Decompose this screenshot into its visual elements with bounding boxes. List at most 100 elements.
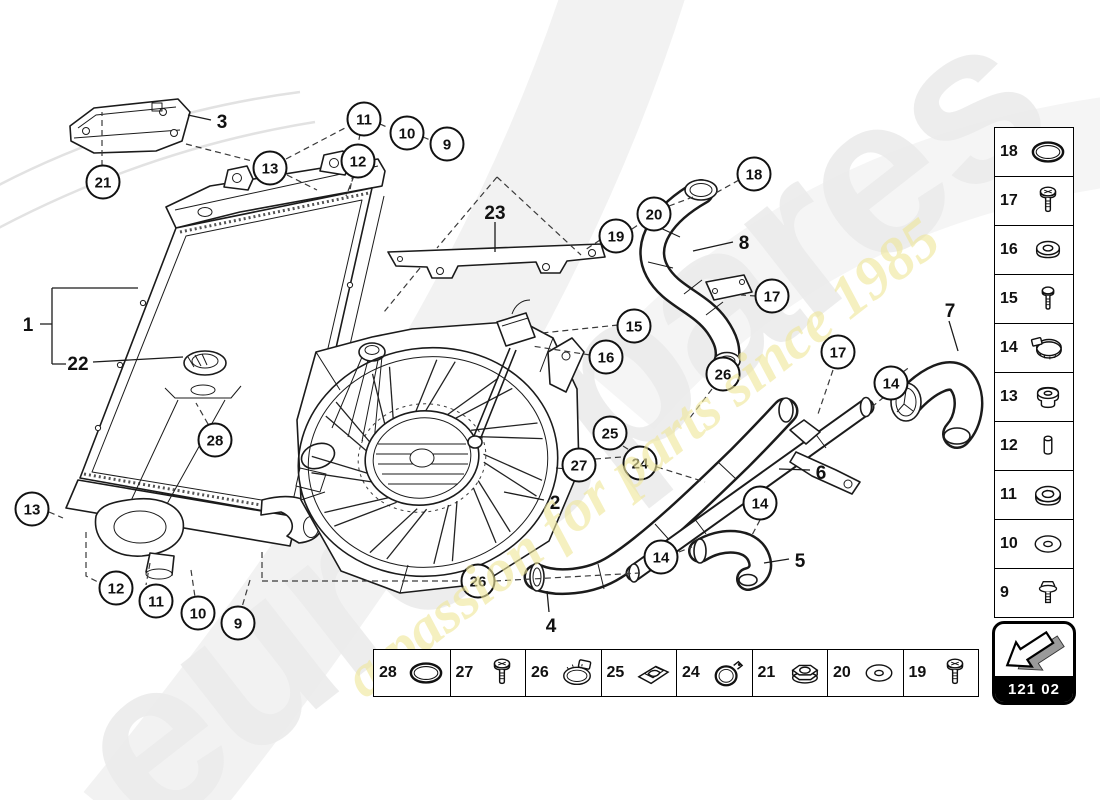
callout-26[interactable]: 26 [460,563,496,599]
screw-small-icon [1023,282,1073,316]
callout-13[interactable]: 13 [14,491,50,527]
part-label-1[interactable]: 1 [23,315,34,336]
washer-icon [1023,527,1073,561]
callout-14[interactable]: 14 [742,485,778,521]
legend-item-number: 28 [379,664,397,681]
fan-assembly-part-2 [295,299,585,594]
callout-9[interactable]: 9 [429,126,465,162]
callout-27[interactable]: 27 [561,447,597,483]
callout-10[interactable]: 10 [389,115,425,151]
legend-item-10[interactable]: 10 [995,519,1073,568]
legend-item-21[interactable]: 21 [751,650,828,696]
legend-item-17[interactable]: 17 [995,176,1073,225]
callout-24[interactable]: 24 [622,445,658,481]
callout-11[interactable]: 11 [346,101,382,137]
svg-text:17: 17 [764,289,781,306]
legend-item-12[interactable]: 12 [995,421,1073,470]
retaining-strip-part-23 [387,243,606,279]
part-label-3[interactable]: 3 [217,112,228,133]
callout-17[interactable]: 17 [754,278,790,314]
legend-item-27[interactable]: 27 [449,650,526,696]
callout-25[interactable]: 25 [592,415,628,451]
callout-14[interactable]: 14 [643,539,679,575]
svg-text:11: 11 [356,112,372,129]
back-arrow-icon [995,624,1073,676]
radiator-cap-part-22 [121,350,242,539]
svg-text:10: 10 [399,126,416,143]
svg-text:21: 21 [95,175,112,192]
part-label-7[interactable]: 7 [945,301,956,322]
legend-item-number: 24 [682,664,700,681]
svg-text:14: 14 [883,376,900,393]
screw-icon [1023,184,1073,218]
callout-14[interactable]: 14 [873,365,909,401]
grommet-icon [1023,380,1073,414]
legend-item-20[interactable]: 20 [827,650,903,696]
legend-item-24[interactable]: 24 [676,650,752,696]
legend-item-13[interactable]: 13 [995,372,1073,421]
callout-9[interactable]: 9 [220,605,256,641]
callout-15[interactable]: 15 [616,308,652,344]
callout-12[interactable]: 12 [340,143,376,179]
callout-19[interactable]: 19 [598,218,634,254]
callout-20[interactable]: 20 [636,196,672,232]
legend-item-number: 13 [1000,388,1018,405]
callout-17[interactable]: 17 [820,334,856,370]
part-label-22[interactable]: 22 [67,354,88,375]
legend-item-number: 12 [1000,437,1018,454]
part-label-5[interactable]: 5 [795,551,806,572]
svg-text:28: 28 [207,433,224,450]
legend-item-number: 10 [1000,535,1018,552]
callout-18[interactable]: 18 [736,156,772,192]
callout-26[interactable]: 26 [705,356,741,392]
legend-item-16[interactable]: 16 [995,225,1073,274]
hose-part-5 [688,529,773,591]
svg-text:10: 10 [190,606,207,623]
screw-icon [932,656,979,690]
svg-text:15: 15 [626,319,643,336]
diagram-code-box[interactable]: 121 02 [992,621,1076,705]
legend-item-19[interactable]: 19 [902,650,979,696]
svg-text:24: 24 [632,456,649,473]
diagram-code: 121 02 [995,676,1073,702]
callout-16[interactable]: 16 [588,339,624,375]
legend-item-25[interactable]: 25 [600,650,677,696]
legend-item-18[interactable]: 18 [995,128,1073,176]
part-label-2[interactable]: 2 [550,493,561,514]
svg-text:19: 19 [608,229,625,246]
part-label-4[interactable]: 4 [546,616,557,637]
legend-item-9[interactable]: 9 [995,568,1073,617]
svg-text:20: 20 [646,207,663,224]
callout-28[interactable]: 28 [197,422,233,458]
svg-text:14: 14 [653,550,670,567]
callout-10[interactable]: 10 [180,595,216,631]
legend-item-number: 19 [908,664,927,681]
leader-lines [40,114,959,613]
svg-text:11: 11 [148,594,164,611]
callout-13[interactable]: 13 [252,150,288,186]
o-ring-icon [1023,135,1073,169]
svg-text:25: 25 [602,426,619,443]
part-label-8[interactable]: 8 [739,233,750,254]
legend-item-11[interactable]: 11 [995,470,1073,519]
legend-item-28[interactable]: 28 [374,650,450,696]
o-ring-icon [402,656,450,690]
part-label-23[interactable]: 23 [484,203,505,224]
legend-item-15[interactable]: 15 [995,274,1073,323]
svg-text:13: 13 [262,161,279,178]
callout-21[interactable]: 21 [85,164,121,200]
callout-11[interactable]: 11 [138,583,174,619]
hose-clamp-icon [1023,331,1073,365]
legend-item-26[interactable]: 26 [525,650,601,696]
svg-text:26: 26 [715,367,732,384]
spring-clamp-icon [705,656,752,690]
svg-text:18: 18 [746,167,763,184]
flanged-washer-icon [1023,233,1073,267]
legend-item-number: 11 [1000,486,1017,503]
callout-12[interactable]: 12 [98,570,134,606]
part-label-6[interactable]: 6 [816,463,827,484]
legend-item-14[interactable]: 14 [995,323,1073,372]
